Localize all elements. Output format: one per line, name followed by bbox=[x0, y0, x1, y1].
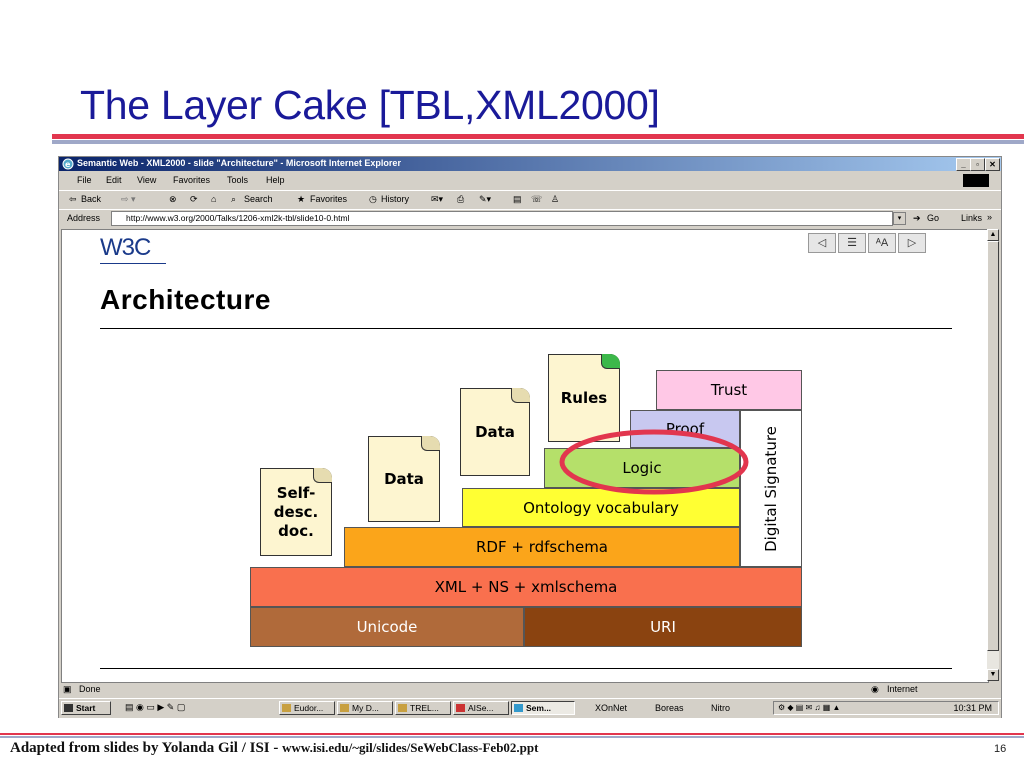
page-viewport: W3C ◁ ☰ ᴬA ▷ Architecture Unicode URI XM… bbox=[61, 229, 989, 683]
menu-file[interactable]: File bbox=[77, 175, 92, 185]
highlight-ring bbox=[559, 429, 749, 495]
address-input[interactable]: http://www.w3.org/2000/Talks/1206-xml2k-… bbox=[111, 211, 893, 226]
search-button[interactable]: Search bbox=[244, 194, 273, 204]
slide-nav: ◁ ☰ ᴬA ▷ bbox=[808, 230, 928, 254]
doc-data-2: Data bbox=[460, 388, 530, 476]
title-underline-red bbox=[52, 134, 1024, 139]
task-my-documents[interactable]: My D... bbox=[337, 701, 393, 715]
layer-unicode: Unicode bbox=[250, 607, 524, 647]
edit-icon[interactable]: ✎▾ bbox=[479, 194, 492, 204]
clock: 10:31 PM bbox=[953, 703, 992, 713]
standard-toolbar: ⇦ Back ⇨ ▾ ⊗ ⟳ ⌂ ⌕ Search ★ Favorites ◷ … bbox=[59, 190, 1001, 209]
prev-slide-icon[interactable]: ◁ bbox=[808, 233, 836, 253]
footer-rule-red bbox=[0, 733, 1024, 735]
page-heading: Architecture bbox=[100, 284, 271, 315]
slide-title: The Layer Cake [TBL,XML2000] bbox=[80, 82, 660, 128]
go-arrow-icon[interactable]: ➔ bbox=[913, 213, 921, 223]
maximize-button[interactable]: ▫ bbox=[970, 158, 985, 171]
search-icon[interactable]: ⌕ bbox=[231, 194, 237, 204]
menu-view[interactable]: View bbox=[137, 175, 157, 185]
menu-tools[interactable]: Tools bbox=[227, 175, 249, 185]
title-underline-blue bbox=[52, 140, 1024, 144]
layer-trust: Trust bbox=[656, 370, 802, 410]
layer-logic: Logic bbox=[544, 448, 740, 488]
toc-icon[interactable]: ☰ bbox=[838, 233, 866, 253]
history-button[interactable]: History bbox=[381, 194, 410, 204]
people-icon[interactable]: ♙ bbox=[551, 194, 560, 204]
w3c-logo: W3C bbox=[100, 234, 166, 264]
layer-xml: XML + NS + xmlschema bbox=[250, 567, 802, 607]
page-status-icon: ▣ bbox=[63, 684, 72, 694]
messenger-icon[interactable]: ☏ bbox=[531, 194, 543, 204]
close-button[interactable]: ✕ bbox=[985, 158, 1000, 171]
page-number: 16 bbox=[994, 743, 1007, 755]
windows-logo-icon bbox=[963, 174, 989, 187]
footer-credit: Adapted from slides by Yolanda Gil / ISI… bbox=[10, 740, 539, 756]
quick-nitro[interactable]: Nitro bbox=[711, 703, 731, 713]
scroll-up-icon[interactable]: ▲ bbox=[987, 229, 999, 241]
browser-window: e Semantic Web - XML2000 - slide "Archit… bbox=[58, 156, 1002, 718]
links-button[interactable]: Links bbox=[961, 213, 983, 223]
status-bar: ▣ Done ◉ Internet bbox=[59, 682, 1001, 696]
scroll-thumb[interactable] bbox=[987, 241, 999, 651]
font-size-icon[interactable]: ᴬA bbox=[868, 233, 896, 253]
tray-icons[interactable]: ⚙ ◆ ▤ ✉ ♫ ▦ ▲ bbox=[778, 703, 841, 712]
address-bar: Address http://www.w3.org/2000/Talks/120… bbox=[59, 209, 1001, 227]
minimize-button[interactable]: _ bbox=[956, 158, 971, 171]
footer-url: www.isi.edu/~gil/slides/SeWebClass-Feb02… bbox=[282, 740, 539, 755]
menu-favorites[interactable]: Favorites bbox=[173, 175, 211, 185]
status-text: Done bbox=[79, 684, 101, 694]
chevron-right-icon[interactable]: » bbox=[987, 212, 993, 222]
doc-self-describing: Self- desc. doc. bbox=[260, 468, 332, 556]
task-aise[interactable]: AISe... bbox=[453, 701, 509, 715]
quick-xonnet[interactable]: XOnNet bbox=[595, 703, 628, 713]
doc-rules: Rules bbox=[548, 354, 620, 442]
window-titlebar[interactable]: e Semantic Web - XML2000 - slide "Archit… bbox=[59, 157, 1001, 171]
system-tray: ⚙ ◆ ▤ ✉ ♫ ▦ ▲ 10:31 PM bbox=[773, 701, 999, 715]
svg-text:e: e bbox=[65, 160, 71, 169]
menu-help[interactable]: Help bbox=[266, 175, 285, 185]
layer-digital-signature: Digital Signature bbox=[740, 410, 802, 567]
forward-arrow-icon[interactable]: ⇨ ▾ bbox=[121, 194, 136, 204]
print-icon[interactable]: ⎙ bbox=[457, 194, 465, 204]
vertical-scrollbar[interactable]: ▲ ▼ bbox=[987, 229, 999, 681]
back-arrow-icon[interactable]: ⇦ bbox=[69, 194, 77, 204]
heading-rule bbox=[100, 328, 952, 329]
start-button[interactable]: Start bbox=[61, 701, 111, 715]
next-slide-icon[interactable]: ▷ bbox=[898, 233, 926, 253]
layer-uri: URI bbox=[524, 607, 802, 647]
ie-icon: e bbox=[62, 158, 74, 170]
doc-data-1: Data bbox=[368, 436, 440, 522]
window-title: Semantic Web - XML2000 - slide "Architec… bbox=[77, 158, 401, 168]
task-trel[interactable]: TREL... bbox=[395, 701, 451, 715]
quicklaunch-icons[interactable]: ▤ ◉ ▭ ▶ ✎ ▢ bbox=[125, 702, 186, 712]
globe-icon: ◉ bbox=[871, 684, 879, 694]
go-button[interactable]: Go bbox=[927, 213, 940, 223]
address-label: Address bbox=[67, 213, 101, 223]
windows-flag-icon bbox=[64, 704, 73, 712]
address-dropdown-icon[interactable]: ▾ bbox=[893, 212, 906, 225]
layer-rdf: RDF + rdfschema bbox=[344, 527, 740, 567]
task-eudora[interactable]: Eudor... bbox=[279, 701, 335, 715]
favorites-icon[interactable]: ★ bbox=[297, 194, 306, 204]
menu-bar: File Edit View Favorites Tools Help bbox=[59, 172, 1001, 189]
back-button[interactable]: Back bbox=[81, 194, 102, 204]
favorites-button[interactable]: Favorites bbox=[310, 194, 348, 204]
layer-ontology: Ontology vocabulary bbox=[462, 488, 740, 527]
task-semantic-web[interactable]: Sem... bbox=[511, 701, 575, 715]
zone-text: Internet bbox=[887, 684, 918, 694]
stop-icon[interactable]: ⊗ bbox=[169, 194, 177, 204]
refresh-icon[interactable]: ⟳ bbox=[190, 194, 198, 204]
footer-rule-blue bbox=[0, 736, 1024, 738]
scroll-down-icon[interactable]: ▼ bbox=[987, 669, 999, 681]
history-icon[interactable]: ◷ bbox=[369, 194, 377, 204]
home-icon[interactable]: ⌂ bbox=[211, 194, 217, 204]
taskbar: Start ▤ ◉ ▭ ▶ ✎ ▢ Eudor... My D... TREL.… bbox=[59, 698, 1001, 718]
discuss-icon[interactable]: ▤ bbox=[513, 194, 522, 204]
bottom-rule bbox=[100, 668, 952, 669]
menu-edit[interactable]: Edit bbox=[106, 175, 122, 185]
quick-boreas[interactable]: Boreas bbox=[655, 703, 684, 713]
mail-icon[interactable]: ✉▾ bbox=[431, 194, 444, 204]
